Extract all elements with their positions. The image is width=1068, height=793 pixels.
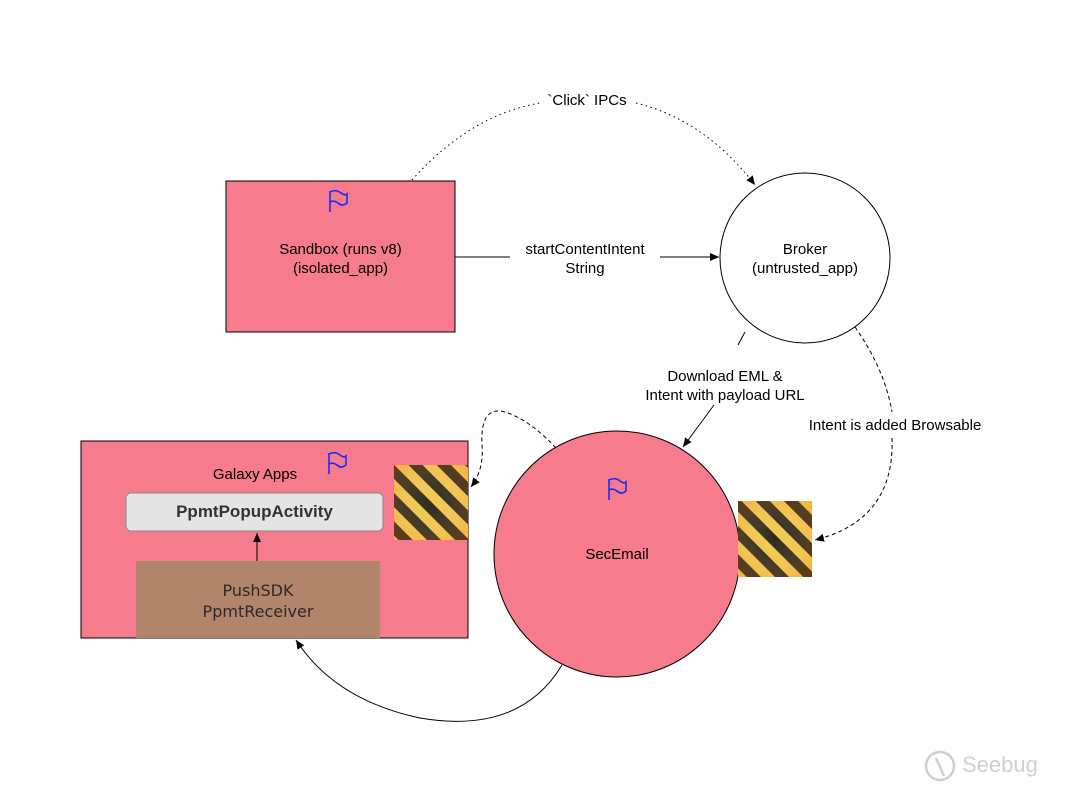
secemail-to-galaxy-edge	[295, 639, 563, 722]
download-eml-edge	[683, 331, 746, 447]
watermark-text: Seebug	[962, 752, 1038, 777]
push-sdk-label-line1: PushSDK	[222, 581, 294, 600]
intent-browsable-label: Intent is added Browsable	[808, 417, 982, 434]
sandbox-label-line1: Sandbox (runs v8)	[279, 241, 402, 258]
seebug-logo-icon	[924, 750, 956, 782]
broker-label-line1: Broker	[782, 241, 828, 258]
download-eml-label-line2: Intent with payload URL	[645, 387, 805, 404]
flag-icon	[329, 189, 348, 212]
intent-browsable-edge	[815, 326, 893, 540]
galaxy-apps-title: Galaxy Apps	[212, 466, 298, 483]
click-ipcs-label: `Click` IPCs	[547, 92, 627, 109]
hazard-stripes-icon	[394, 465, 468, 540]
flag-icon	[328, 451, 347, 474]
push-sdk-label-line2: PpmtReceiver	[202, 602, 314, 621]
popup-activity-label: PpmtPopupActivity	[176, 502, 333, 521]
sandbox-label-line2: (isolated_app)	[292, 260, 389, 277]
flag-icon	[608, 477, 627, 500]
sandbox-node	[225, 180, 456, 333]
secemail-label: SecEmail	[585, 546, 649, 563]
secemail-to-galaxy-dashed-edge	[470, 410, 557, 488]
click-ipcs-edge	[411, 102, 755, 185]
start-content-intent-label-line1: startContentIntent	[525, 241, 645, 258]
start-content-intent-label-line2: String	[565, 260, 605, 277]
broker-label-line2: (untrusted_app)	[752, 260, 858, 277]
popup-activity-box	[125, 492, 384, 532]
push-sdk-block	[136, 561, 380, 638]
download-eml-label-line1: Download EML &	[667, 368, 783, 385]
hazard-stripes-icon	[738, 501, 812, 577]
